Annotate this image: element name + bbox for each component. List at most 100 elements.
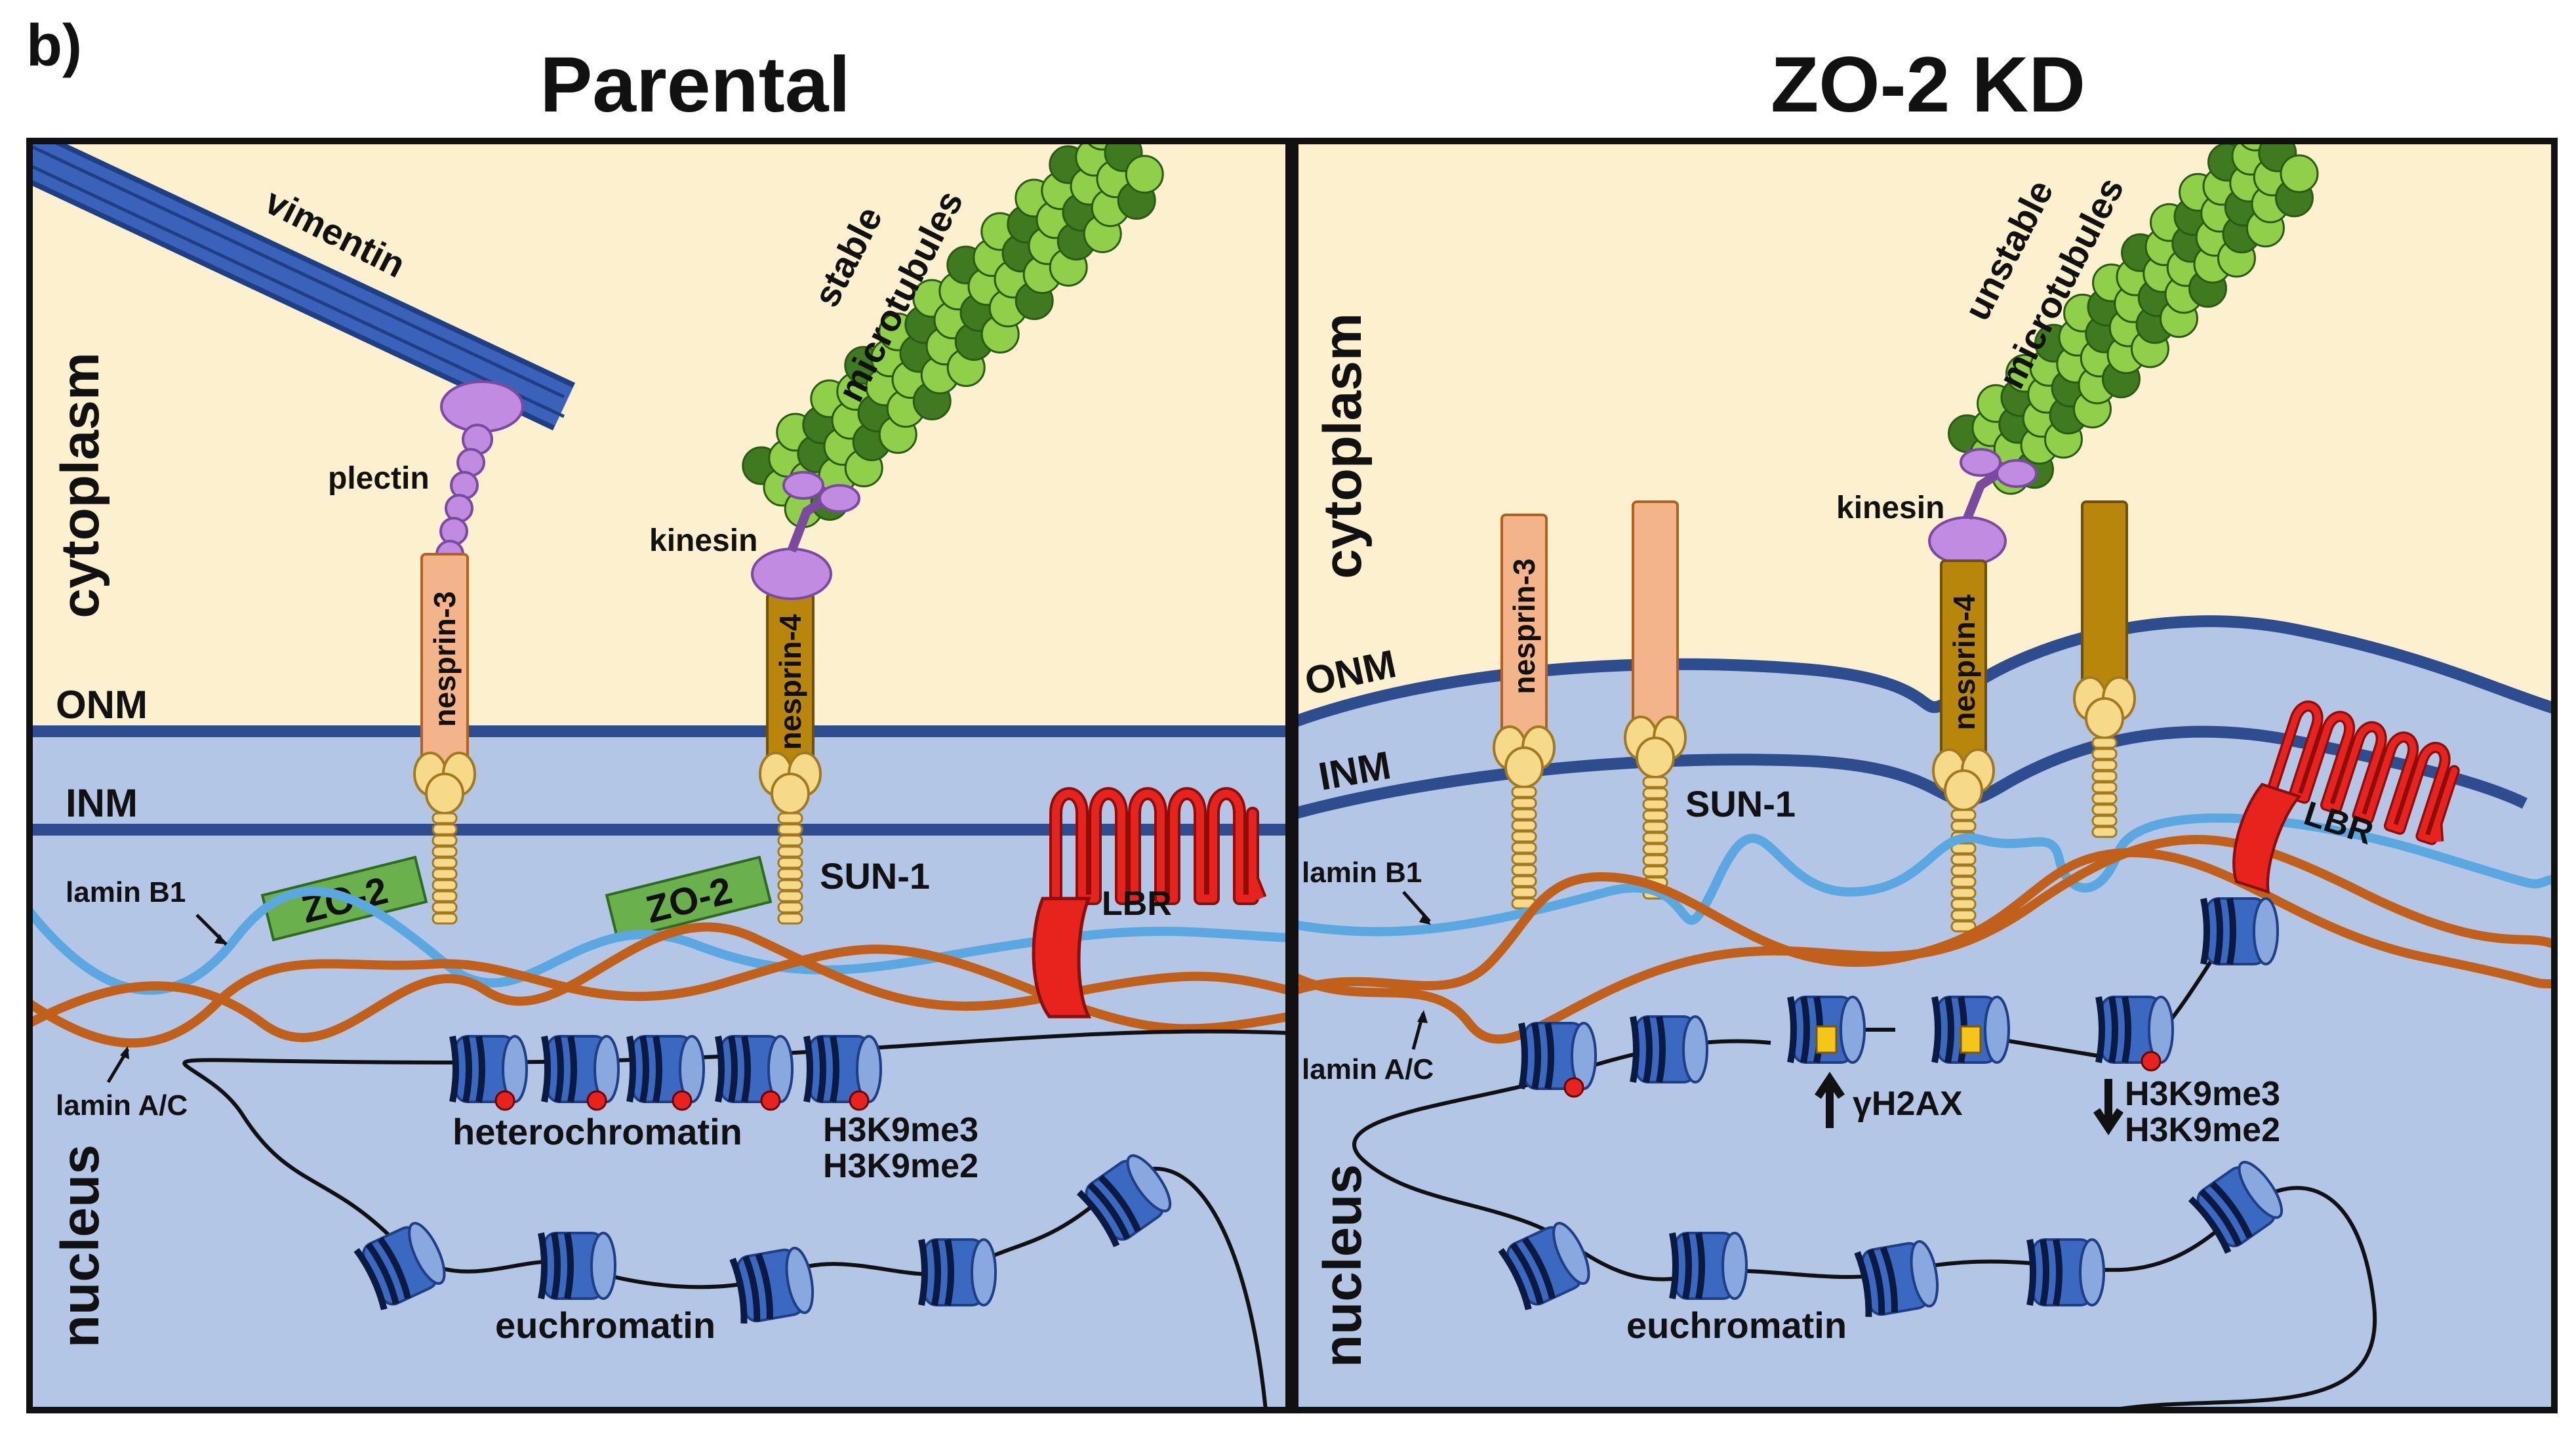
nucleosomes-parental <box>353 1035 1172 1324</box>
lbr-loops <box>1052 790 1264 905</box>
gh2ax-mark <box>1815 1025 1838 1054</box>
nesprin-3-label-kd: nesprin-3 <box>1507 558 1541 694</box>
nucleosome-face <box>1552 1222 1590 1285</box>
dna-wrap <box>538 1232 548 1299</box>
lbr-shape <box>1032 787 1267 1019</box>
sun1-coil <box>1642 776 1668 788</box>
dna-wrap <box>2226 898 2236 965</box>
sun1-coil <box>1642 854 1668 866</box>
nucleosome-face <box>785 1246 815 1314</box>
sun1-coil <box>1511 864 1537 876</box>
dna-wrap <box>1787 996 1797 1063</box>
sun1-coil <box>1950 853 1977 866</box>
nucleosomes-kd <box>1498 897 2284 1318</box>
sun1-coil <box>1642 865 1668 878</box>
nucleosome-face <box>1682 1015 1708 1083</box>
dna-wrap <box>715 1036 725 1103</box>
dna-wrap <box>2026 1239 2036 1306</box>
dna-wrap <box>551 1232 561 1299</box>
nucleosome <box>1931 996 2010 1064</box>
nucleosome <box>1669 1232 1748 1300</box>
sun1-coil <box>2091 781 2118 794</box>
lbr-anchor <box>1032 897 1092 1019</box>
sun1-coil <box>1642 832 1668 844</box>
dna-wrap <box>1510 1242 1544 1305</box>
dna-wrap <box>2188 1196 2232 1254</box>
sun1-head <box>1636 737 1675 779</box>
dna-wrap <box>449 1036 459 1103</box>
lbr-anchor <box>2232 782 2302 894</box>
lbr-shape <box>2232 700 2460 894</box>
sun1-coil <box>1950 876 1977 888</box>
h3k9-mark <box>494 1090 515 1111</box>
lamin-ac-kd-2 <box>1295 835 2554 1044</box>
dna-wrap <box>462 1036 472 1103</box>
sun1-coil <box>1642 843 1668 855</box>
nucleosome-face <box>1984 996 2010 1064</box>
dna-wrap <box>2095 996 2105 1063</box>
sun1-coil <box>777 890 803 902</box>
dna-wrap <box>639 1036 649 1103</box>
sun1-coil <box>1642 809 1668 822</box>
sun1-coil <box>2091 748 2118 760</box>
dna-wrap <box>944 1239 954 1306</box>
inm-label: INM <box>66 781 138 825</box>
sun1-coil <box>1950 864 1977 877</box>
sun1-coil <box>2091 815 2118 827</box>
sun1-coil <box>777 812 803 824</box>
dna-wrap <box>931 1239 941 1306</box>
dna-wrap <box>1854 1251 1872 1318</box>
dna-wrap <box>541 1036 551 1103</box>
h3k9-mark <box>2141 1051 2162 1072</box>
nucleosome-face <box>971 1238 997 1306</box>
h3k9-down-arrow <box>2093 1079 2123 1135</box>
sun1-head <box>1504 746 1544 788</box>
sun1-coil <box>1511 808 1537 820</box>
sun1-coil <box>432 868 458 880</box>
sun1-kd-a <box>1493 725 1556 910</box>
sun1-protein-a <box>413 752 476 925</box>
dna-wrap <box>653 1036 662 1103</box>
sun1-coil <box>1511 841 1537 854</box>
nucleosome <box>1854 1240 1939 1318</box>
dna-wrap <box>1931 996 1941 1063</box>
dna-wrap <box>567 1036 577 1103</box>
zo2kd-panel <box>1295 141 2554 1410</box>
plectin-label: plectin <box>328 461 430 496</box>
sun1-kd-c <box>1932 748 1995 933</box>
h3k9me2-label-kd: H3K9me2 <box>2125 1111 2280 1149</box>
dna-wrap <box>1544 1022 1554 1089</box>
sun1-coil <box>1511 853 1537 865</box>
dna-wrap <box>1695 1232 1705 1299</box>
sun1-coil <box>432 890 458 902</box>
panel-title-parental: Parental <box>540 41 851 129</box>
sun1-coil <box>1950 820 1977 832</box>
lamin-ac-label: lamin A/C <box>56 1089 188 1122</box>
dna-wrap <box>1087 1182 1131 1240</box>
h3k9-mark <box>586 1090 607 1111</box>
nesprin-3-label: nesprin-3 <box>428 591 462 727</box>
panel-title-zo2kd: ZO-2 KD <box>1771 41 2085 129</box>
h3k9-mark <box>672 1090 693 1111</box>
dna-wrap <box>365 1242 399 1305</box>
gh2ax-mark <box>1960 1025 1982 1054</box>
lamin-b1-label-kd: lamin B1 <box>1302 857 1422 889</box>
lamin-ac-label-kd: lamin A/C <box>1302 1053 1434 1085</box>
dna-wrap <box>741 1036 751 1103</box>
nesprin-4-label: nesprin-4 <box>773 614 807 750</box>
nucleosome-face <box>2079 1238 2105 1306</box>
nucleosome <box>449 1035 528 1111</box>
dna-wrap <box>729 1257 748 1324</box>
dna-wrap <box>475 1036 485 1103</box>
sun1-coil <box>777 845 803 858</box>
sun1-coil <box>777 823 803 836</box>
chromatin-fiber-kd <box>1352 930 2377 1410</box>
dna-wrap <box>728 1036 738 1103</box>
nucleosome <box>1787 996 1866 1064</box>
nucleosome <box>729 1246 815 1324</box>
nucleosome <box>2200 897 2279 965</box>
nucleosome <box>2026 1238 2105 1306</box>
stable-microtubule <box>742 141 1164 529</box>
sun1-coil <box>2091 770 2118 782</box>
kinesin-kd <box>1928 448 2038 566</box>
